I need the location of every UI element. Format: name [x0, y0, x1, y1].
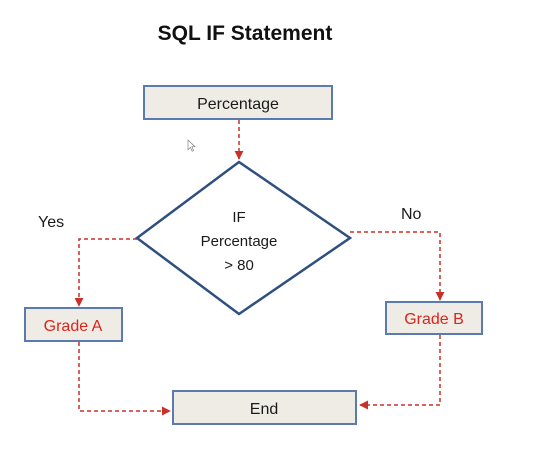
decision-label-line-2: Percentage	[201, 233, 278, 250]
grade-a-box-shape	[24, 307, 123, 342]
grade-a-node: Grade A	[24, 307, 123, 342]
start-box-shape	[143, 85, 333, 120]
mouse-pointer-icon	[187, 139, 196, 152]
decision-diamond-shape	[134, 160, 353, 316]
yes-branch-label: Yes	[38, 214, 64, 231]
connector-grade-a-to-end	[78, 342, 171, 416]
decision-label-line-3: > 80	[224, 257, 254, 274]
grade-a-label: Grade A	[44, 318, 103, 335]
grade-b-box-shape	[385, 301, 483, 335]
connector-grade-b-to-end	[359, 335, 441, 410]
decision-label-line-1: IF	[232, 209, 245, 226]
start-node: Percentage	[143, 85, 333, 120]
grade-b-label: Grade B	[404, 311, 464, 328]
connector-yes-branch	[74, 238, 137, 307]
connector-no-branch	[350, 231, 445, 301]
no-branch-label: No	[401, 206, 422, 223]
end-node: End	[172, 390, 357, 425]
diagram-title: SQL IF Statement	[158, 22, 333, 45]
start-label: Percentage	[197, 96, 279, 113]
end-box-shape	[172, 390, 357, 425]
end-label: End	[250, 401, 278, 418]
decision-node: IF Percentage > 80	[134, 160, 353, 316]
grade-b-node: Grade B	[385, 301, 483, 335]
